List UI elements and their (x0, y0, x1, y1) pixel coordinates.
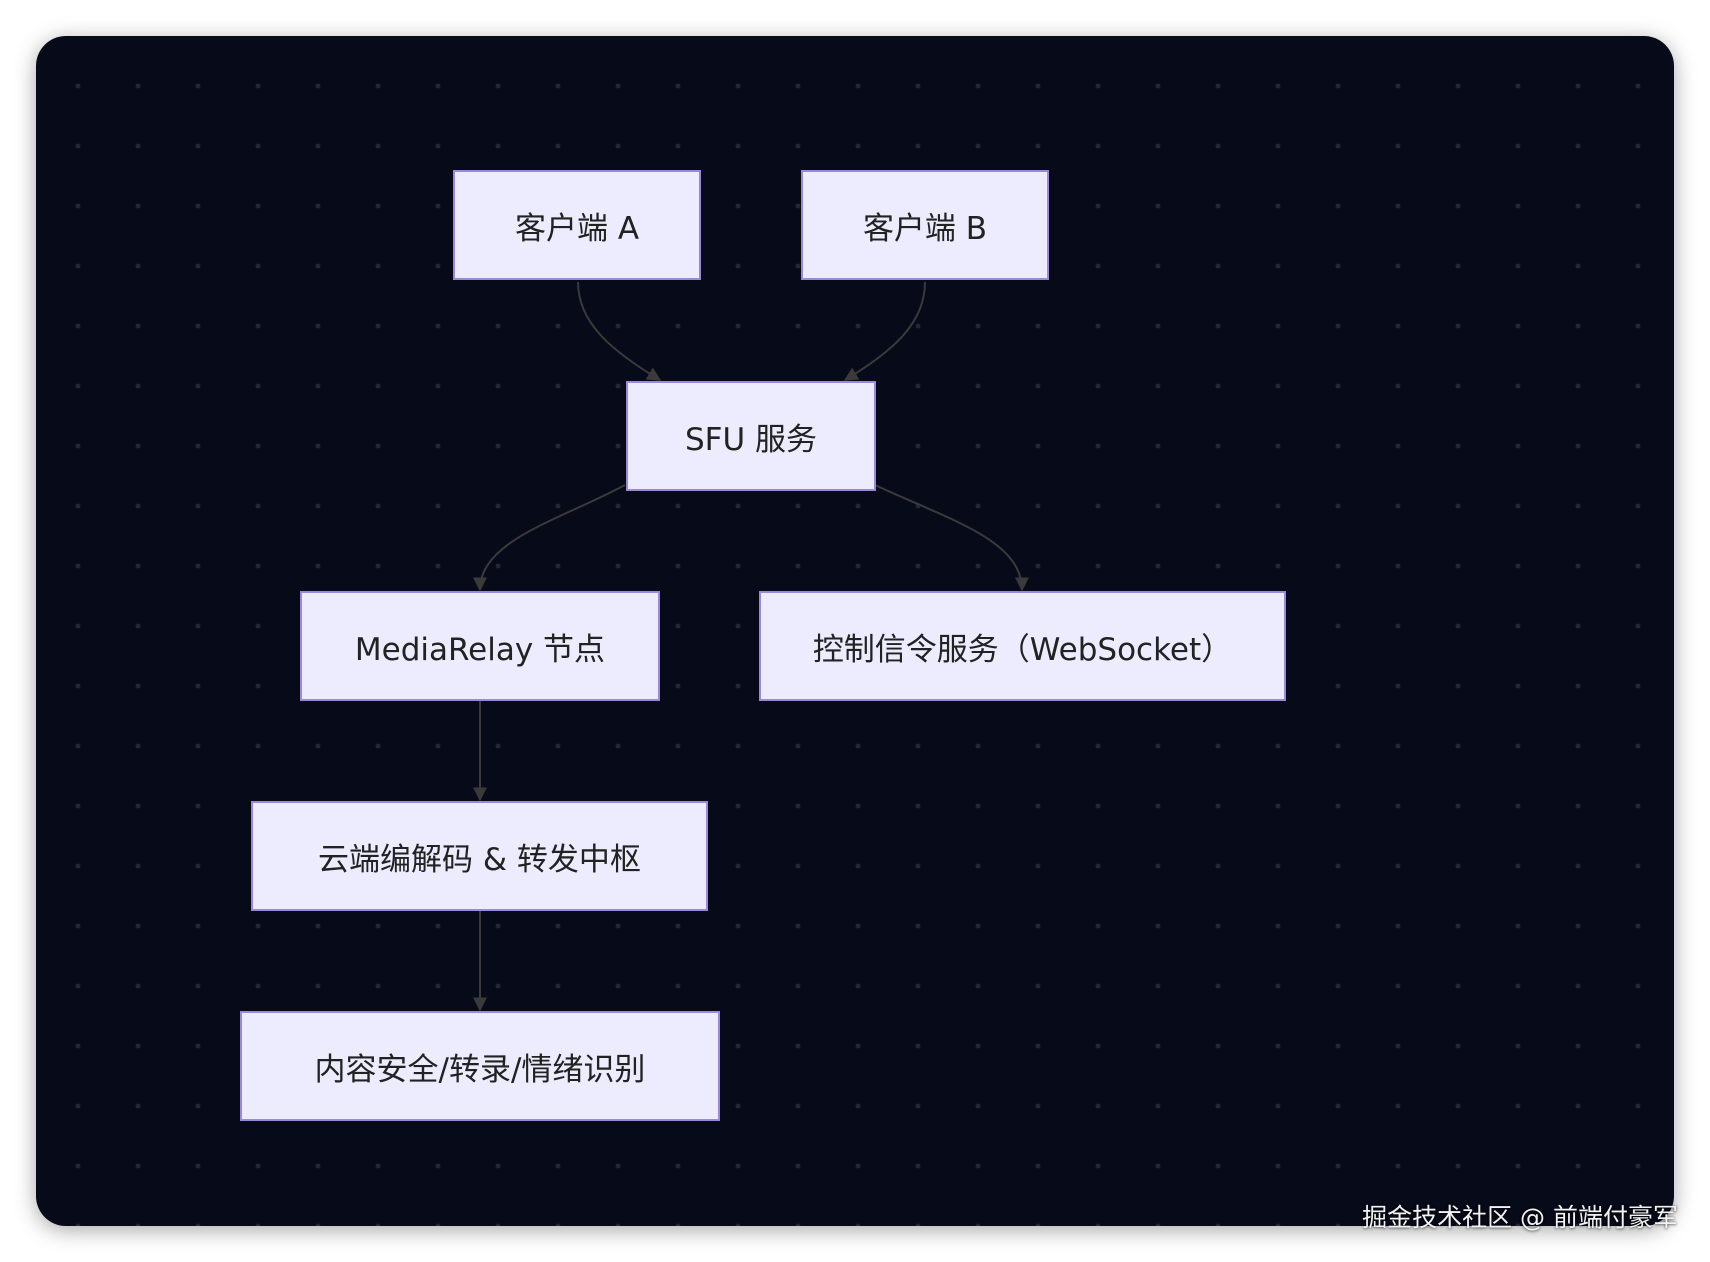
node-client-b-label: 客户端 B (862, 210, 988, 247)
node-signaling-service: 控制信令服务（WebSocket） (759, 591, 1286, 701)
node-codec-hub-label: 云端编解码 & 转发中枢 (318, 841, 641, 878)
node-content-ai: 内容安全/转录/情绪识别 (240, 1011, 720, 1121)
node-sfu-service: SFU 服务 (626, 381, 876, 491)
node-client-a: 客户端 A (453, 170, 701, 280)
node-signaling-service-label: 控制信令服务（WebSocket） (812, 631, 1233, 668)
node-content-ai-label: 内容安全/转录/情绪识别 (314, 1051, 646, 1088)
watermark: 掘金技术社区 @ 前端付豪军 (1362, 1203, 1678, 1232)
node-media-relay: MediaRelay 节点 (300, 591, 660, 701)
node-codec-hub: 云端编解码 & 转发中枢 (251, 801, 708, 911)
node-client-b: 客户端 B (801, 170, 1049, 280)
node-media-relay-label: MediaRelay 节点 (354, 631, 606, 668)
node-client-a-label: 客户端 A (514, 210, 640, 247)
node-sfu-service-label: SFU 服务 (684, 421, 818, 458)
